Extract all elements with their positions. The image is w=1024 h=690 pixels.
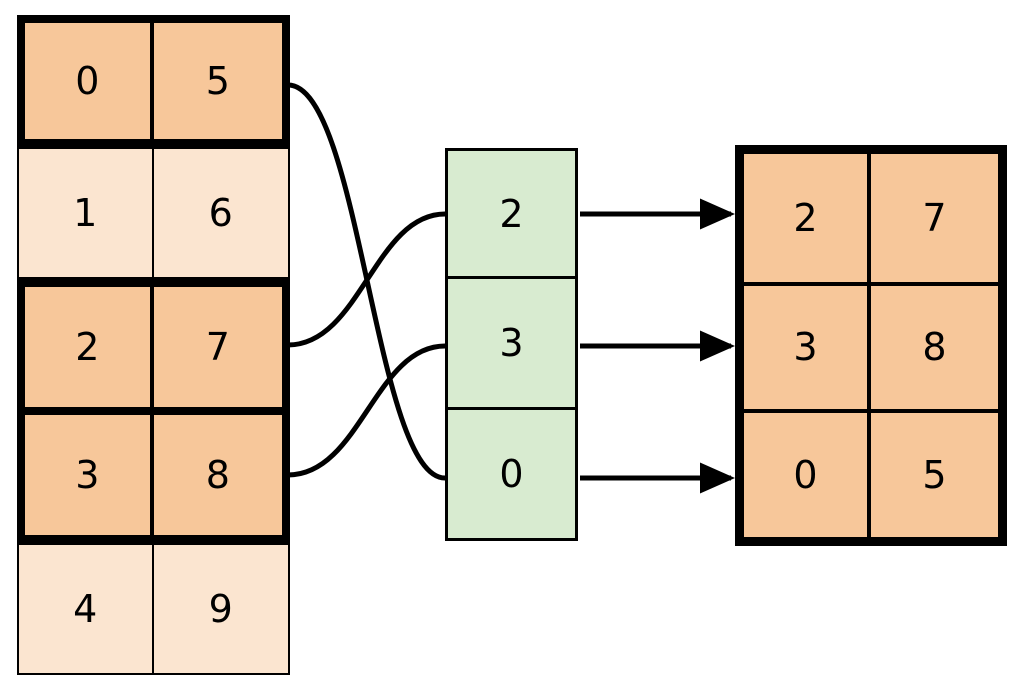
- index-array-column: 2 3 0: [445, 148, 578, 541]
- curve-row0-to-index2: [285, 82, 448, 481]
- source-cell: 0: [25, 23, 154, 139]
- curve-row3-to-index1: [285, 343, 448, 478]
- table-row[interactable]: 0 5: [17, 15, 290, 147]
- index-cell: 0: [499, 452, 524, 496]
- table-row[interactable]: 4 9: [17, 543, 290, 675]
- source-cell: 7: [153, 287, 282, 407]
- result-array-table: 2 7 3 8 0 5: [735, 145, 1007, 546]
- source-cell: 8: [153, 415, 282, 535]
- source-array-table: 0 5 1 6 2 7 3 8 4 9: [17, 15, 290, 675]
- result-cell: 7: [871, 154, 998, 282]
- table-row[interactable]: 3 8: [744, 281, 998, 410]
- source-cell: 4: [19, 545, 154, 673]
- table-row[interactable]: 0 5: [744, 409, 998, 537]
- result-cell: 2: [744, 154, 871, 282]
- index-cell: 2: [499, 191, 524, 236]
- table-row[interactable]: 2 7: [744, 154, 998, 282]
- source-cell: 2: [25, 287, 154, 407]
- list-item[interactable]: 3: [445, 279, 578, 410]
- source-cell: 6: [153, 149, 288, 277]
- table-row[interactable]: 2 7: [17, 279, 290, 411]
- list-item[interactable]: 2: [445, 148, 578, 279]
- table-row[interactable]: 1 6: [17, 147, 290, 279]
- result-cell: 3: [744, 285, 871, 410]
- list-item[interactable]: 0: [445, 410, 578, 541]
- source-cell: 1: [19, 149, 154, 277]
- table-row[interactable]: 3 8: [17, 411, 290, 543]
- result-cell: 8: [871, 285, 998, 410]
- curve-row2-to-index0: [285, 211, 448, 348]
- result-cell: 5: [871, 413, 998, 537]
- result-cell: 0: [744, 413, 871, 537]
- source-cell: 3: [25, 415, 154, 535]
- source-cell: 9: [153, 545, 288, 673]
- source-cell: 5: [153, 23, 282, 139]
- index-cell: 3: [499, 321, 524, 365]
